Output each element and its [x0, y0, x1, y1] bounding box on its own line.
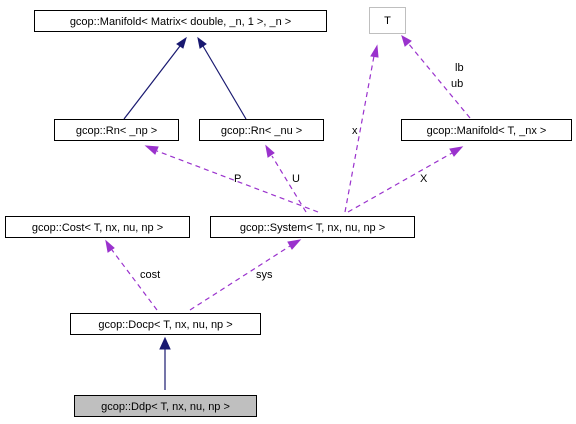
- edge-label-ub: ub: [451, 78, 463, 90]
- node-cost[interactable]: gcop::Cost< T, nx, nu, np >: [5, 216, 190, 238]
- edge-docp-to-system: [189, 239, 302, 311]
- node-rn-np-label: gcop::Rn< _np >: [76, 125, 157, 137]
- edge-label-sys: sys: [256, 269, 273, 281]
- node-docp-label: gcop::Docp< T, nx, nu, np >: [98, 319, 232, 331]
- node-rn-nu-label: gcop::Rn< _nu >: [221, 125, 302, 137]
- node-template-t-label: T: [384, 15, 391, 27]
- edge-label-cost: cost: [140, 269, 160, 281]
- node-system[interactable]: gcop::System< T, nx, nu, np >: [210, 216, 415, 238]
- edge-docp-to-cost: [105, 239, 158, 311]
- node-rn-np[interactable]: gcop::Rn< _np >: [54, 119, 179, 141]
- edge-label-p: P: [234, 173, 241, 185]
- edge-system-to-rn-np: [144, 145, 319, 213]
- node-manifold-matrix-label: gcop::Manifold< Matrix< double, _n, 1 >,…: [70, 16, 291, 28]
- edge-system-to-rn-nu: [265, 144, 307, 213]
- node-docp[interactable]: gcop::Docp< T, nx, nu, np >: [70, 313, 261, 335]
- edge-manifold-t-to-t: [401, 34, 471, 119]
- node-system-label: gcop::System< T, nx, nu, np >: [240, 222, 385, 234]
- node-cost-label: gcop::Cost< T, nx, nu, np >: [32, 222, 163, 234]
- node-manifold-t-label: gcop::Manifold< T, _nx >: [427, 125, 547, 137]
- edge-label-x: x: [352, 125, 358, 137]
- edge-label-u: U: [292, 173, 300, 185]
- node-manifold-matrix[interactable]: gcop::Manifold< Matrix< double, _n, 1 >,…: [34, 10, 327, 32]
- edge-ddp-to-docp: [159, 336, 171, 390]
- node-ddp: gcop::Ddp< T, nx, nu, np >: [74, 395, 257, 417]
- node-ddp-label: gcop::Ddp< T, nx, nu, np >: [101, 401, 230, 413]
- node-rn-nu[interactable]: gcop::Rn< _nu >: [199, 119, 324, 141]
- node-manifold-t[interactable]: gcop::Manifold< T, _nx >: [401, 119, 572, 141]
- node-template-t: T: [369, 7, 406, 34]
- edge-label-lb: lb: [455, 62, 464, 74]
- edge-system-to-manifold-t: [347, 146, 464, 213]
- edge-rn-np-to-manifold-matrix: [123, 36, 187, 120]
- edge-label-x-upper: X: [420, 173, 428, 185]
- edge-system-to-t: [344, 44, 379, 213]
- edge-rn-nu-to-manifold-matrix: [197, 36, 247, 120]
